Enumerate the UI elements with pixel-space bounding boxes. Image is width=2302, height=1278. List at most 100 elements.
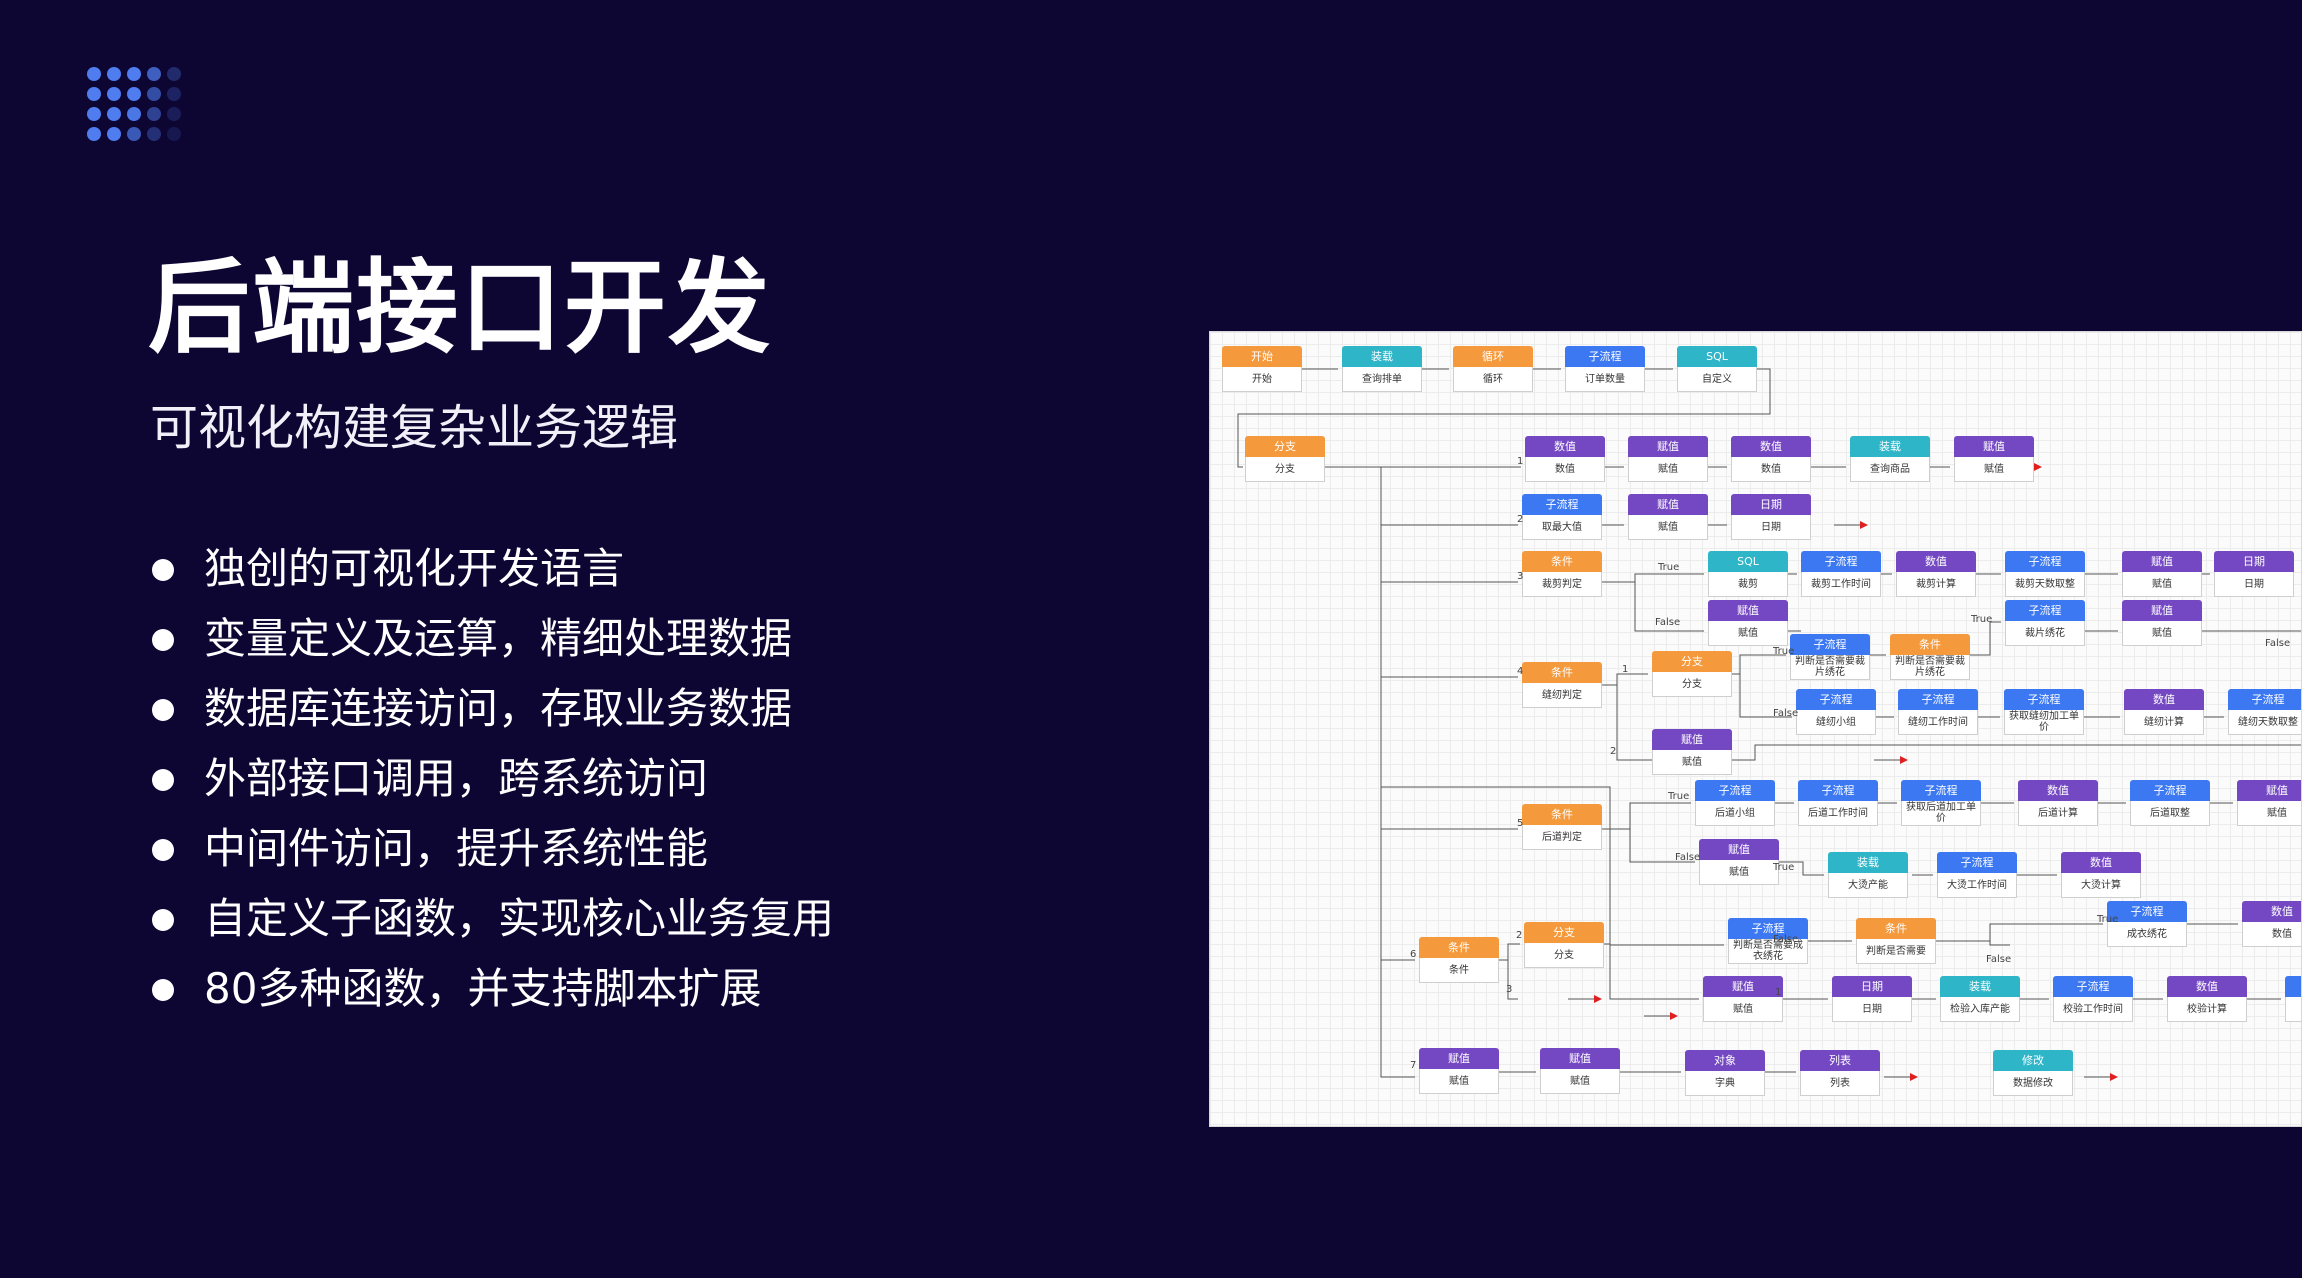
flow-node-label: 分支 xyxy=(1652,672,1732,697)
flow-connectors xyxy=(1237,368,2301,1081)
flow-node-type: 分支 xyxy=(1524,922,1604,943)
flow-node-type: 子流程 xyxy=(2004,689,2084,710)
flow-node: 数值后道计算 xyxy=(2018,780,2098,826)
flow-node-type: 条件 xyxy=(1522,804,1602,825)
flow-node-type: 赋值 xyxy=(1628,494,1708,515)
flow-node-type: 赋值 xyxy=(1699,839,1779,860)
flow-node-type: 子流程 xyxy=(1901,780,1981,801)
edge-label: 1 xyxy=(1775,987,1782,998)
flow-node: 子流程后道工作时间 xyxy=(1798,780,1878,826)
flow-node: 子流程获取后道加工单价 xyxy=(1901,780,1981,826)
flow-node: 子流程裁剪工作时间 xyxy=(1801,551,1881,597)
edge-label: False xyxy=(1986,954,2012,965)
edge-label: False xyxy=(2265,638,2291,649)
flow-node-type: 子流程 xyxy=(2005,551,2085,572)
flow-node-type: 数值 xyxy=(2061,852,2141,873)
logo-dot xyxy=(147,67,161,81)
connector-line xyxy=(1739,674,1792,718)
flow-node-type: 子流程 xyxy=(1522,494,1602,515)
end-arrow-icon xyxy=(1910,1073,1918,1081)
flow-node: 数值校验计算 xyxy=(2167,976,2247,1022)
flow-node: 对象字典 xyxy=(1685,1050,1765,1096)
flow-node-type: 分支 xyxy=(1652,651,1732,672)
flow-node: 子流程订单数量 xyxy=(1565,346,1645,392)
flow-node-label: 循环 xyxy=(1453,367,1533,392)
flow-node-type: 数值 xyxy=(1525,436,1605,457)
flow-node: 条件后道判定 xyxy=(1522,804,1602,850)
edge-label: False xyxy=(1655,617,1681,628)
connector-line xyxy=(1989,941,2010,946)
flow-node: 子流程校验取整 xyxy=(2285,976,2301,1022)
flow-node-label: 缝纫天数取整 xyxy=(2228,710,2301,735)
flow-node-label: 字典 xyxy=(1685,1071,1765,1096)
feature-item: 中间件访问，提升系统性能 xyxy=(150,818,834,888)
end-arrow-icon xyxy=(1594,995,1602,1003)
flow-node-label: 列表 xyxy=(1800,1071,1880,1096)
flow-node-type: 子流程 xyxy=(1695,780,1775,801)
logo-dot xyxy=(167,87,181,101)
flow-node-label: 后道取整 xyxy=(2130,801,2210,826)
flow-node-label: 数值 xyxy=(1525,457,1605,482)
flow-node-label: 赋值 xyxy=(1419,1069,1499,1094)
flow-node-label: 校验工作时间 xyxy=(2053,997,2133,1022)
feature-item: 变量定义及运算，精细处理数据 xyxy=(150,608,834,678)
flow-node: 赋值赋值 xyxy=(1419,1048,1499,1094)
flow-node-label: 大烫产能 xyxy=(1828,873,1908,898)
connector-line xyxy=(1634,582,1704,632)
flow-node-label: 开始 xyxy=(1222,367,1302,392)
edge-label: True xyxy=(1773,862,1795,873)
logo-dot xyxy=(167,67,181,81)
flow-node-type: 循环 xyxy=(1453,346,1533,367)
flow-node-type: 数值 xyxy=(1731,436,1811,457)
flow-node: 子流程缝纫天数取整 xyxy=(2228,689,2301,735)
feature-item: 自定义子函数，实现核心业务复用 xyxy=(150,888,834,958)
flow-node-type: 条件 xyxy=(1522,662,1602,683)
flow-node: 数值数值 xyxy=(2242,901,2301,947)
flow-node-label: 自定义 xyxy=(1677,367,1757,392)
end-arrow-icon xyxy=(2110,1073,2118,1081)
flow-node: 子流程成衣绣花 xyxy=(2107,901,2187,947)
flow-node-label: 裁剪 xyxy=(1708,572,1788,597)
flow-node: 子流程裁剪天数取整 xyxy=(2005,551,2085,597)
flow-node-label: 后道工作时间 xyxy=(1798,801,1878,826)
flow-node-label: 赋值 xyxy=(1703,997,1783,1022)
edge-label: 1 xyxy=(1517,456,1524,467)
flow-node: 条件条件 xyxy=(1419,937,1499,983)
logo-dot xyxy=(127,87,141,101)
edge-label: False xyxy=(1773,708,1799,719)
flow-node-type: 开始 xyxy=(1222,346,1302,367)
connector-line xyxy=(1604,943,1724,946)
edge-label: 5 xyxy=(1517,818,1524,829)
flow-node-label: 查询排单 xyxy=(1342,367,1422,392)
flow-node-type: 装载 xyxy=(1342,346,1422,367)
logo-dot xyxy=(107,67,121,81)
flow-node: 赋值赋值 xyxy=(1628,436,1708,482)
flow-node-label: 校验计算 xyxy=(2167,997,2247,1022)
page-subtitle: 可视化构建复杂业务逻辑 xyxy=(150,400,679,456)
flow-node-type: 赋值 xyxy=(1419,1048,1499,1069)
connector-line xyxy=(1325,466,1415,1078)
flow-node: 日期日期 xyxy=(2214,551,2294,597)
logo-dot xyxy=(107,107,121,121)
flow-node: 循环循环 xyxy=(1453,346,1533,392)
flow-node: 赋值赋值 xyxy=(1703,976,1783,1022)
flow-node-label: 赋值 xyxy=(1540,1069,1620,1094)
flow-node: 子流程后道取整 xyxy=(2130,780,2210,826)
flow-node-label: 校验取整 xyxy=(2285,997,2301,1022)
flow-node-type: 子流程 xyxy=(1565,346,1645,367)
flow-node-type: 数值 xyxy=(2167,976,2247,997)
flow-node-label: 缝纫计算 xyxy=(2124,710,2204,735)
flow-node-label: 检验入库产能 xyxy=(1940,997,2020,1022)
flow-node-label: 判断是否需要 xyxy=(1856,939,1936,964)
flow-node: 修改数据修改 xyxy=(1993,1050,2073,1096)
end-arrow-icon xyxy=(1670,1012,1678,1020)
edge-label: 3 xyxy=(1517,571,1524,582)
flow-node-label: 获取后道加工单价 xyxy=(1901,801,1981,826)
flow-node: 条件判断是否需要裁片绣花 xyxy=(1890,634,1970,680)
flow-node-label: 裁剪判定 xyxy=(1522,572,1602,597)
flow-node-label: 分支 xyxy=(1245,457,1325,482)
flow-node: 子流程大烫工作时间 xyxy=(1937,852,2017,898)
flow-node: 赋值赋值 xyxy=(2122,551,2202,597)
flow-node-type: 赋值 xyxy=(1652,729,1732,750)
